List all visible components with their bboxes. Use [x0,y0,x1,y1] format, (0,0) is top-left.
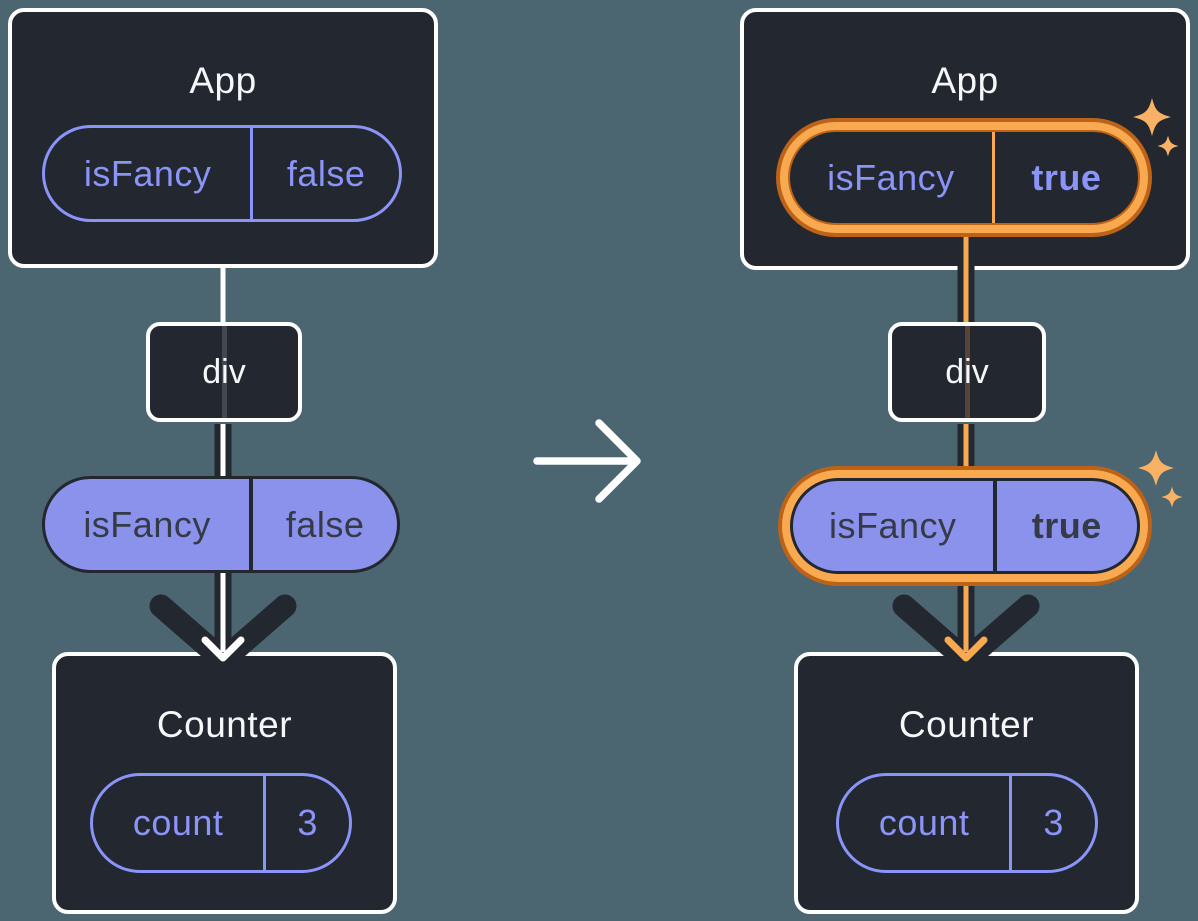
state-name-cell: count [132,802,224,843]
div-element-box-before: div [146,322,302,422]
sparkle-icon [1133,98,1171,136]
component-title: App [189,60,257,101]
state-value-cell: 3 [263,776,349,870]
prop-name-cell: isFancy [83,152,212,194]
sparkles-app [1133,98,1179,157]
sparkle-icon [1157,135,1179,157]
prop-name-cell: isFancy [828,505,957,546]
counter-state-pill-before: count 3 [90,773,352,873]
prop-name-cell: isFancy [83,503,211,545]
state-value-cell: 3 [1009,776,1095,870]
passed-prop-pill-after: isFancy true [790,478,1140,574]
passed-prop-pill-before: isFancy false [42,476,400,573]
prop-flow-after [892,234,1040,672]
state-name-cell: count [878,802,970,843]
component-title: Counter [898,704,1035,745]
app-prop-pill-before: isFancy false [42,125,402,222]
transition-arrow-icon [533,419,641,503]
element-label: div [945,352,989,391]
prop-value-cell: true [991,132,1138,223]
prop-value-cell: true [992,481,1137,571]
prop-flow-before [149,264,297,672]
arrowhead-orange [944,636,988,662]
component-title: App [931,60,999,101]
sparkles-prop [1138,450,1183,508]
arrowhead-white [201,636,245,662]
component-title: Counter [156,704,293,745]
div-element-box-after: div [888,322,1046,422]
sparkle-icon [1161,486,1183,508]
counter-state-pill-after: count 3 [836,773,1098,873]
prop-value-cell: false [250,128,399,219]
prop-value-cell: false [249,479,397,570]
prop-name-cell: isFancy [827,156,955,198]
pass-through-line [221,326,227,418]
pass-through-line [964,326,970,418]
app-prop-pill-after: isFancy true [788,130,1140,225]
sparkle-icon [1138,450,1174,486]
element-label: div [202,352,246,391]
